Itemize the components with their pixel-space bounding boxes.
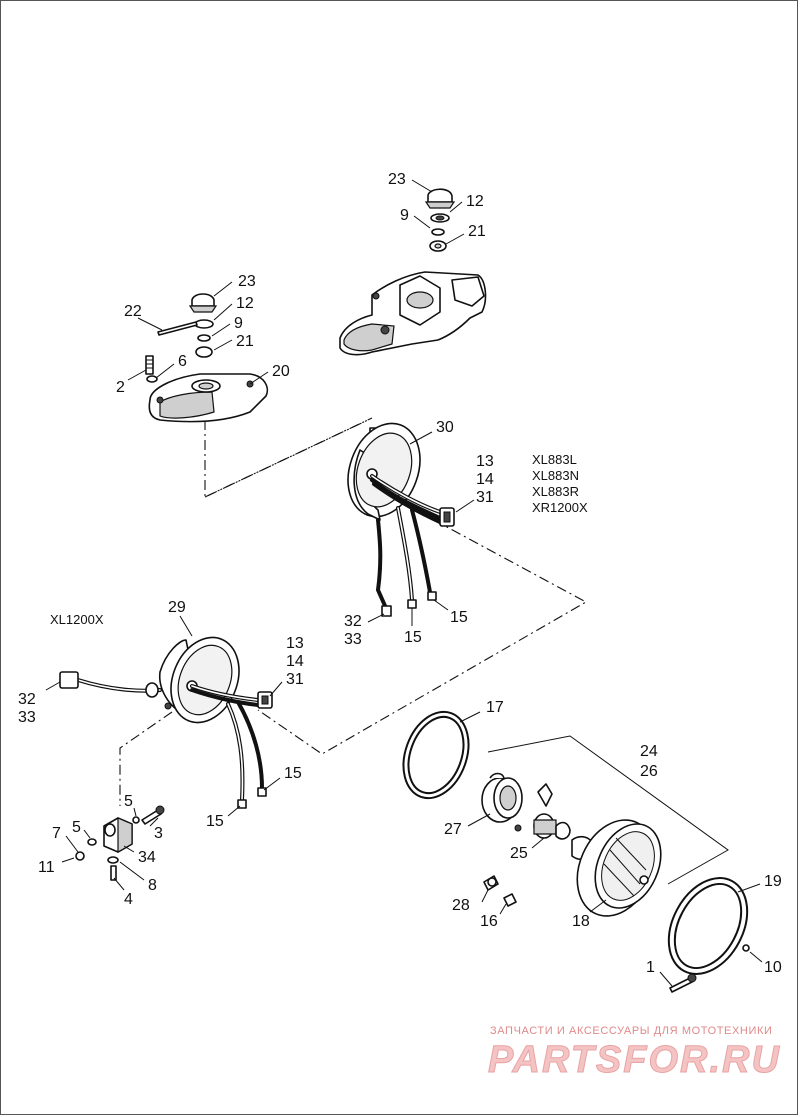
callout-30: 30 — [436, 419, 454, 436]
alignment-lines — [119, 400, 588, 806]
callout-12: 12 — [466, 193, 484, 210]
callout-23: 23 — [388, 171, 406, 188]
model-label-xr1200x: XR1200X — [532, 500, 588, 515]
watermark-brand: PARTSFOR.RU — [488, 1039, 781, 1081]
callout-34: 34 — [138, 849, 156, 866]
callout-9: 9 — [400, 207, 409, 224]
callout-13: 13 — [476, 453, 494, 470]
callout-14: 14 — [476, 471, 494, 488]
model-label-xl1200x: XL1200X — [50, 612, 104, 627]
callout-7: 7 — [52, 825, 61, 842]
callout-21: 21 — [468, 223, 486, 240]
watermark: ЗАПЧАСТИ И АКСЕССУАРЫ ДЛЯ МОТОТЕХНИКИ PA… — [488, 1025, 781, 1082]
lamp-components — [402, 710, 750, 993]
model-label-xl883r: XL883R — [532, 484, 579, 499]
callout-17: 17 — [486, 699, 504, 716]
callout-1: 1 — [646, 959, 655, 976]
callout-15: 15 — [450, 609, 468, 626]
top-clamp-assembly — [339, 188, 487, 356]
callout-labels: 23 12 9 21 23 22 12 9 21 6 2 20 30 13 14… — [18, 171, 782, 976]
callout-14: 14 — [286, 653, 304, 670]
watermark-tagline: ЗАПЧАСТИ И АКСЕССУАРЫ ДЛЯ МОТОТЕХНИКИ — [490, 1025, 772, 1037]
callout-25: 25 — [510, 845, 528, 862]
callout-23: 23 — [238, 273, 256, 290]
model-label-xl883n: XL883N — [532, 468, 579, 483]
headlamp-housing-lower — [59, 636, 273, 809]
callout-leaders — [45, 179, 763, 987]
callout-31: 31 — [476, 489, 494, 506]
callout-3: 3 — [154, 825, 163, 842]
callout-33: 33 — [344, 631, 362, 648]
callout-28: 28 — [452, 897, 470, 914]
callout-32: 32 — [18, 691, 36, 708]
callout-9: 9 — [234, 315, 243, 332]
callout-4: 4 — [124, 891, 133, 908]
lower-clamp-assembly — [145, 293, 269, 423]
callout-27: 27 — [444, 821, 462, 838]
callout-15: 15 — [284, 765, 302, 782]
callout-26: 26 — [640, 763, 658, 780]
callout-10: 10 — [764, 959, 782, 976]
callout-15: 15 — [206, 813, 224, 830]
callout-20: 20 — [272, 363, 290, 380]
mounting-bracket-hardware — [75, 805, 165, 881]
callout-29: 29 — [168, 599, 186, 616]
callout-5: 5 — [124, 793, 133, 810]
callout-13: 13 — [286, 635, 304, 652]
callout-24: 24 — [640, 743, 658, 760]
callout-16: 16 — [480, 913, 498, 930]
headlamp-housing-upper — [347, 422, 455, 617]
callout-33: 33 — [18, 709, 36, 726]
callout-19: 19 — [764, 873, 782, 890]
callout-8: 8 — [148, 877, 157, 894]
callout-5: 5 — [72, 819, 81, 836]
callout-11: 11 — [38, 859, 55, 876]
model-label-xl883l: XL883L — [532, 452, 577, 467]
callout-2: 2 — [116, 379, 125, 396]
callout-12: 12 — [236, 295, 254, 312]
callout-31: 31 — [286, 671, 304, 688]
callout-18: 18 — [572, 913, 590, 930]
callout-21: 21 — [236, 333, 254, 350]
callout-32: 32 — [344, 613, 362, 630]
callout-6: 6 — [178, 353, 187, 370]
callout-22: 22 — [124, 303, 142, 320]
callout-15: 15 — [404, 629, 422, 646]
